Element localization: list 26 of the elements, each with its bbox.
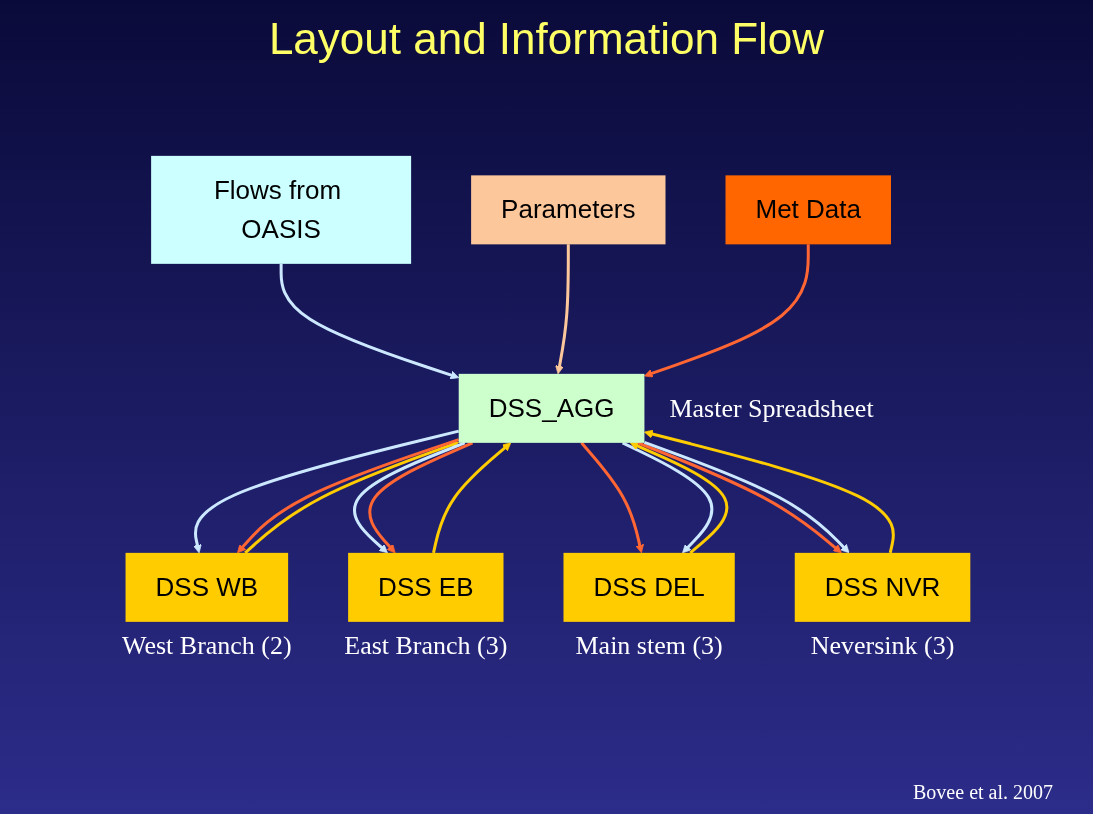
node-caption: Main stem (3) <box>575 630 724 660</box>
arrow <box>368 441 474 554</box>
node-caption: Neversink (3) <box>811 630 955 660</box>
arrow <box>279 263 460 380</box>
process-box: DSS WB <box>125 552 289 622</box>
process-box: Parameters <box>471 175 666 245</box>
node-caption: West Branch (2) <box>122 630 292 660</box>
arrow <box>630 442 729 554</box>
process-box: DSS EB <box>348 552 504 622</box>
node-caption: East Branch (3) <box>344 630 508 660</box>
arrow <box>644 429 896 554</box>
process-box: DSS DEL <box>563 552 736 622</box>
arrow <box>580 441 645 554</box>
node-caption: Master Spreadsheet <box>669 394 874 424</box>
arrow <box>555 244 571 375</box>
arrow <box>432 442 512 554</box>
arrow <box>644 244 811 378</box>
process-box: Met Data <box>725 175 892 245</box>
process-box: DSS_AGG <box>459 373 645 443</box>
arrow <box>353 441 466 554</box>
arrow <box>193 429 460 554</box>
caption: Bovee et al. 2007 <box>913 781 1053 804</box>
process-box: Flows from OASIS <box>151 155 412 264</box>
arrow <box>622 441 714 554</box>
title: Layout and Information Flow <box>267 14 826 64</box>
process-box: DSS NVR <box>795 552 971 622</box>
